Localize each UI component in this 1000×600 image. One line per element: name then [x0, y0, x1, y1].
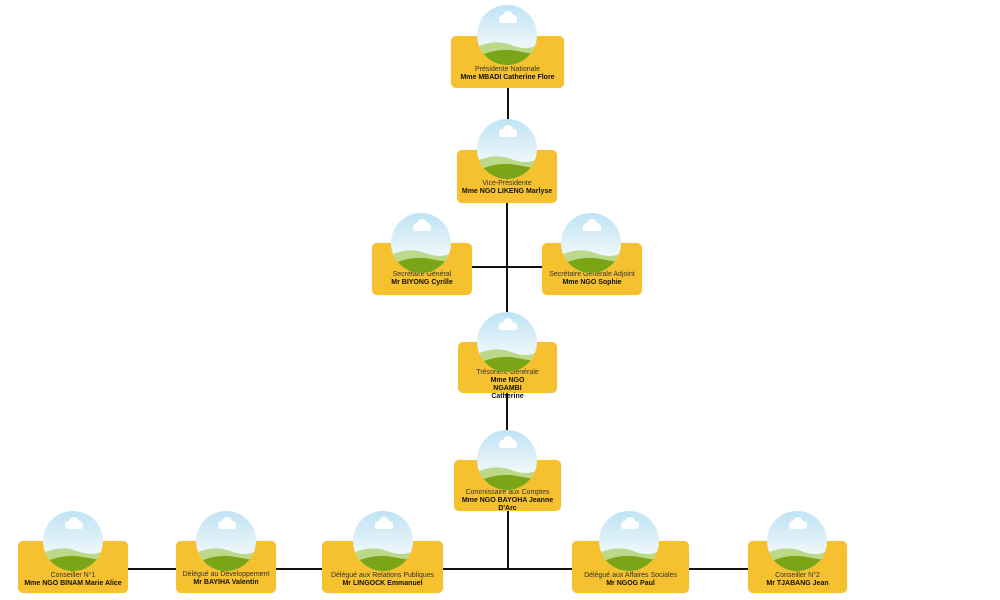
landscape-placeholder-icon — [599, 511, 659, 571]
avatar-conseiller-1 — [43, 511, 103, 571]
node-name: Mr LINGOCK Emmanuel — [342, 580, 423, 587]
landscape-placeholder-icon — [353, 511, 413, 571]
avatar-delegue-affaires-sociales — [599, 511, 659, 571]
avatar-tresoriere-generale — [477, 312, 537, 372]
landscape-placeholder-icon — [561, 213, 621, 273]
node-role: Conseiller N°1 — [50, 572, 96, 579]
node-role: Conseiller N°2 — [775, 572, 820, 579]
connector-tresoriere-commissaire — [506, 393, 508, 431]
avatar-delegue-developpement — [196, 511, 256, 571]
connector-presidente-vice — [507, 88, 509, 148]
connector-secretaires-horizontal — [472, 266, 542, 268]
node-role: Commissaire aux Comptes — [465, 489, 550, 496]
landscape-placeholder-icon — [477, 5, 537, 65]
node-name: Mr BIYONG Cyrille — [391, 279, 453, 286]
node-role: Délégué au Développement — [182, 571, 270, 578]
landscape-placeholder-icon — [477, 119, 537, 179]
avatar-conseiller-2 — [767, 511, 827, 571]
node-name: Mme NGO BAYOHA Jeanne D'Arc — [461, 497, 554, 512]
node-name: Mme NGO NGAMBI Catherine — [490, 377, 525, 400]
avatar-secretaire-general — [391, 213, 451, 273]
node-role: Vice-Présidente — [482, 180, 532, 187]
node-role: Trésorière Générale — [476, 369, 539, 376]
connector-vice-tresoriere — [506, 203, 508, 313]
avatar-delegue-relations-publiques — [353, 511, 413, 571]
node-role: Secrétaire Général — [392, 271, 452, 278]
node-name: Mme MBADI Catherine Flore — [460, 74, 555, 81]
landscape-placeholder-icon — [43, 511, 103, 571]
landscape-placeholder-icon — [477, 312, 537, 372]
avatar-secretaire-generale-adjoint — [561, 213, 621, 273]
node-name: Mme NGO Sophie — [562, 279, 622, 286]
landscape-placeholder-icon — [767, 511, 827, 571]
node-role: Délégué aux Relations Publiques — [330, 572, 435, 579]
landscape-placeholder-icon — [196, 511, 256, 571]
node-name: Mr BAYIHA Valentin — [193, 579, 259, 586]
node-name: Mme NGO LIKENG Marlyse — [461, 188, 553, 195]
avatar-commissaire-aux-comptes — [477, 430, 537, 490]
avatar-presidente — [477, 5, 537, 65]
avatar-vice-presidente — [477, 119, 537, 179]
connector-commissaire-down — [507, 511, 509, 569]
node-name: Mme NGO BINAM Marie Alice — [24, 580, 122, 587]
node-name: Mr NGOG Paul — [606, 580, 655, 587]
landscape-placeholder-icon — [391, 213, 451, 273]
node-role: Délégué aux Affaires Sociales — [584, 572, 677, 579]
node-name: Mr TJABANG Jean — [766, 580, 829, 587]
node-role: Présidente Nationale — [475, 66, 540, 73]
landscape-placeholder-icon — [477, 430, 537, 490]
node-role: Secrétaire Générale Adjoint — [549, 271, 635, 278]
